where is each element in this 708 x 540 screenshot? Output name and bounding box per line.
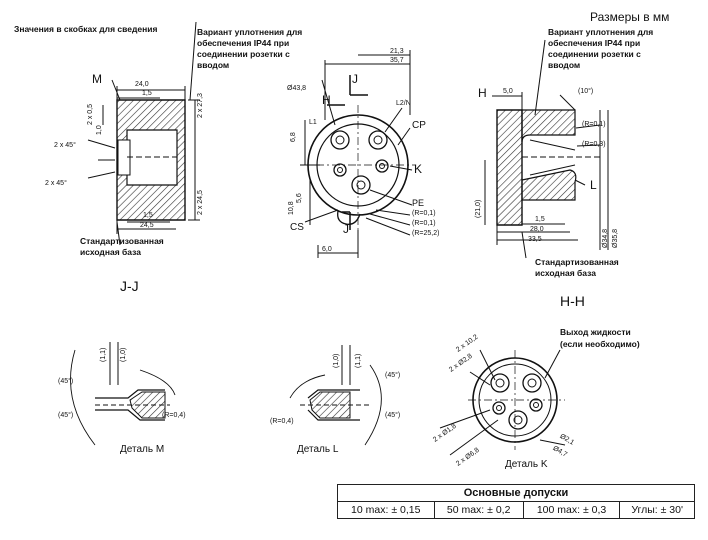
front-dim-213: 21,3 bbox=[390, 48, 404, 55]
hh-section-label: H-H bbox=[560, 293, 585, 309]
front-label-j-bottom: J bbox=[343, 222, 349, 236]
jj-dim-245: 24,5 bbox=[140, 222, 154, 229]
front-dim-60: 6,0 bbox=[322, 246, 332, 253]
jj-base-note-2: исходная база bbox=[80, 247, 141, 257]
jj-chamfer-1: 2 x 45° bbox=[54, 142, 76, 149]
tolerance-header: Основные допуски bbox=[337, 484, 695, 502]
hh-letter-h: H bbox=[478, 86, 487, 100]
hh-dim-15: 1,5 bbox=[535, 216, 545, 223]
detail-m bbox=[71, 342, 176, 445]
tolerance-cell: 100 max: ± 0,3 bbox=[522, 501, 621, 519]
detail-m-angle-1: (45°) bbox=[58, 378, 74, 385]
hh-dim-335: 33,5 bbox=[528, 236, 542, 243]
jj-dim-273: 2 x 27,3 bbox=[197, 93, 204, 118]
tolerance-cell: 50 max: ± 0,2 bbox=[433, 501, 524, 519]
detail-k-label: Деталь K bbox=[505, 459, 548, 470]
detail-k-drain-2: (если необходимо) bbox=[560, 339, 640, 349]
front-view bbox=[300, 50, 416, 258]
detail-k bbox=[440, 350, 565, 455]
hh-dim-10deg: (10°) bbox=[578, 88, 594, 95]
front-label-pe: PE bbox=[412, 198, 425, 208]
jj-base-note-1: Стандартизованная bbox=[80, 236, 164, 246]
detail-l-dim-1: (1,0) bbox=[333, 353, 340, 368]
front-label-h: H bbox=[322, 93, 331, 107]
front-label-k: K bbox=[414, 162, 423, 176]
hh-seal-note-4: вводом bbox=[548, 60, 581, 70]
hh-dim-r01: (R=0,1) bbox=[582, 121, 606, 128]
front-dim-r01b: (R=0,1) bbox=[412, 220, 436, 227]
jj-dim-05: 2 x 0,5 bbox=[87, 103, 94, 125]
front-label-j-top: J bbox=[352, 72, 358, 86]
tolerance-header-row: Основные допуски bbox=[337, 484, 695, 502]
hh-dim-358: Ø35,8 bbox=[612, 228, 619, 248]
hh-seal-note-1: Вариант уплотнения для bbox=[548, 27, 654, 37]
jj-dim-10: 1,0 bbox=[96, 125, 103, 135]
jj-seal-note-3: соединении розетки с bbox=[197, 49, 290, 59]
units-note: Размеры в мм bbox=[590, 10, 670, 24]
front-label-cp: CP bbox=[412, 120, 426, 131]
front-dim-357: 35,7 bbox=[390, 57, 404, 64]
front-label-l1: L1 bbox=[309, 119, 317, 126]
detail-m-dim-1: (1,1) bbox=[100, 347, 107, 362]
hh-dim-280: 28,0 bbox=[530, 226, 544, 233]
section-hh bbox=[485, 40, 608, 258]
detail-m-label: Деталь M bbox=[120, 444, 164, 455]
jj-seal-note-4: вводом bbox=[197, 60, 230, 70]
detail-m-radius: (R=0,4) bbox=[162, 412, 186, 419]
tolerance-table: Основные допуски 10 max: ± 0,15 50 max: … bbox=[337, 484, 695, 519]
front-dim-56: 5,6 bbox=[296, 193, 303, 203]
tolerance-cell: Углы: ± 30' bbox=[619, 501, 695, 519]
jj-note-top: Значения в скобках для сведения bbox=[14, 24, 158, 34]
jj-seal-note-1: Вариант уплотнения для bbox=[197, 27, 303, 37]
hh-dim-r03: (R=0,3) bbox=[582, 141, 606, 148]
hh-seal-note-3: соединении розетки с bbox=[548, 49, 641, 59]
hh-letter-l: L bbox=[590, 178, 597, 192]
jj-dim-15a: 1,5 bbox=[142, 90, 152, 97]
hh-dim-348: Ø34,8 bbox=[602, 228, 609, 248]
hh-base-note-1: Стандартизованная bbox=[535, 257, 619, 267]
tolerance-values-row: 10 max: ± 0,15 50 max: ± 0,2 100 max: ± … bbox=[337, 501, 695, 519]
front-dim-68: 6,8 bbox=[290, 132, 297, 142]
hh-seal-note-2: обеспечения IP44 при bbox=[548, 38, 641, 48]
detail-l bbox=[290, 345, 381, 445]
jj-dim-15b: 1,5 bbox=[143, 212, 153, 219]
detail-m-dim-2: (1,0) bbox=[120, 347, 127, 362]
detail-l-radius: (R=0,4) bbox=[270, 418, 294, 425]
jj-section-label: J-J bbox=[120, 278, 139, 294]
hh-dim-50: 5,0 bbox=[503, 88, 513, 95]
tolerance-cell: 10 max: ± 0,15 bbox=[337, 501, 435, 519]
front-label-l2n: L2/N bbox=[396, 100, 411, 107]
front-dim-438: Ø43,8 bbox=[287, 85, 307, 92]
detail-m-angle-2: (45°) bbox=[58, 412, 74, 419]
hh-base-note-2: исходная база bbox=[535, 268, 596, 278]
front-dim-108: 10,8 bbox=[288, 201, 295, 215]
detail-l-angle-1: (45°) bbox=[385, 372, 401, 379]
detail-l-angle-2: (45°) bbox=[385, 412, 401, 419]
section-jj bbox=[88, 22, 200, 245]
jj-chamfer-2: 2 x 45° bbox=[45, 180, 67, 187]
detail-l-label: Деталь L bbox=[297, 444, 339, 455]
front-dim-r252: (R=25,2) bbox=[412, 230, 440, 237]
front-dim-r01a: (R=0,1) bbox=[412, 210, 436, 217]
jj-seal-note-2: обеспечения IP44 при bbox=[197, 38, 290, 48]
front-label-cs: CS bbox=[290, 222, 304, 233]
detail-k-drain-1: Выход жидкости bbox=[560, 327, 631, 337]
hh-dim-21: (21,0) bbox=[475, 199, 482, 218]
detail-m-label-text: Деталь M bbox=[120, 444, 165, 455]
jj-letter-m: M bbox=[92, 72, 102, 86]
jj-dim-24: 24,0 bbox=[135, 81, 149, 88]
detail-l-dim-2: (1,1) bbox=[355, 353, 362, 368]
jj-dim-245v: 2 x 24,5 bbox=[197, 190, 204, 215]
